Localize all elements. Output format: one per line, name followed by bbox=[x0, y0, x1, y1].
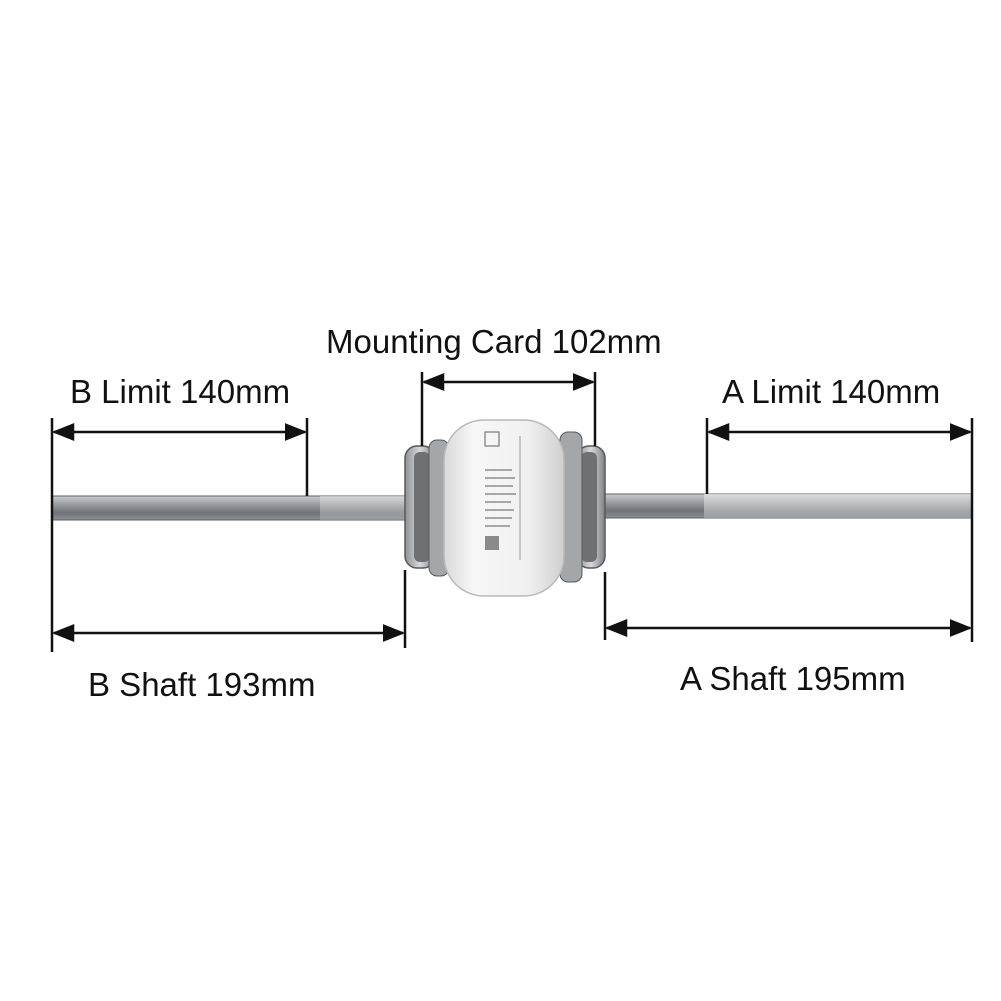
b-shaft bbox=[51, 495, 409, 521]
a-shaft bbox=[601, 493, 973, 519]
dimension-arrows bbox=[51, 373, 973, 642]
b-shaft-label: B Shaft 193mm bbox=[88, 666, 316, 703]
a-shaft-label: A Shaft 195mm bbox=[680, 660, 906, 697]
motor-body bbox=[404, 419, 606, 597]
a-limit-label: A Limit 140mm bbox=[722, 373, 941, 410]
mounting-card-label: Mounting Card 102mm bbox=[326, 323, 662, 360]
b-limit-label: B Limit 140mm bbox=[70, 373, 291, 410]
